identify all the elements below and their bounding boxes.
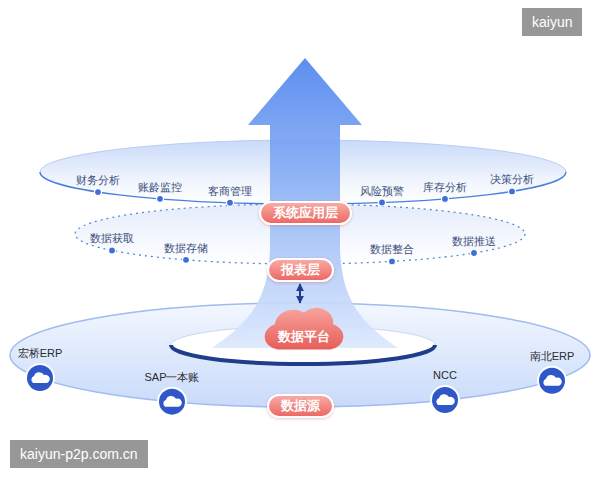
icon-halo <box>25 363 55 393</box>
source-icon <box>537 366 567 396</box>
source-label: NCC <box>433 369 457 382</box>
source-label: 宏桥ERP <box>18 347 63 360</box>
layer-pill: 报表层 <box>267 258 334 282</box>
ring-dot <box>227 199 234 206</box>
source-icon <box>25 363 55 393</box>
layer-item-label: 风险预警 <box>360 185 404 198</box>
layer-pill: 系统应用层 <box>259 201 352 225</box>
source-label: 南北ERP <box>530 350 575 363</box>
ring-dot-core <box>227 199 234 206</box>
layer-item-label: 数据获取 <box>90 232 134 245</box>
layer-item-label: 客商管理 <box>208 185 252 198</box>
watermark: kaiyun-p2p.com.cn <box>10 440 148 468</box>
ring-dot-core <box>183 256 190 263</box>
icon-halo <box>157 387 187 417</box>
source-icon <box>430 385 460 415</box>
ring-dot <box>157 195 164 202</box>
source-icon <box>157 387 187 417</box>
ring-dot <box>379 199 386 206</box>
double-arrow <box>299 284 301 303</box>
icon-halo <box>430 385 460 415</box>
icon-disc <box>27 365 53 391</box>
ring-dot <box>509 188 516 195</box>
icon-halo <box>537 366 567 396</box>
cloud-glyph <box>543 375 561 386</box>
layer-item-label: 数据推送 <box>452 235 496 248</box>
ring-dot-core <box>157 195 164 202</box>
cloud-glyph <box>436 394 454 405</box>
ring-dot <box>109 247 116 254</box>
icon-disc <box>539 368 565 394</box>
ring-dot <box>95 189 102 196</box>
ring-dot <box>183 256 190 263</box>
layer-item-label: 财务分析 <box>76 174 120 187</box>
cloud-glyph <box>31 372 49 383</box>
layer-item-label: 账龄监控 <box>138 181 182 194</box>
ring-dot-core <box>379 199 386 206</box>
source-ring <box>10 303 590 407</box>
ring-dot <box>389 258 396 265</box>
icon-disc <box>159 389 185 415</box>
ring-dot-core <box>442 195 449 202</box>
node-label: 系统应用层 <box>273 205 338 221</box>
ring-dot-core <box>109 247 116 254</box>
layer-item-label: 库存分析 <box>423 181 467 194</box>
cloud-outline <box>265 308 344 350</box>
up-arrow <box>212 58 398 348</box>
ring-dot-core <box>389 258 396 265</box>
source-label: SAP一本账 <box>144 371 199 384</box>
ring-dot-core <box>95 189 102 196</box>
ring-dot <box>442 195 449 202</box>
icon-disc <box>432 387 458 413</box>
ring-dot <box>471 250 478 257</box>
watermark: kaiyun <box>522 8 582 36</box>
layer-item-label: 决策分析 <box>490 173 534 186</box>
platform-cloud: 数据平台 <box>260 305 348 351</box>
node-label: 数据平台 <box>278 329 330 345</box>
node-label: 数据源 <box>281 398 320 414</box>
layer-item-label: 数据存储 <box>164 242 208 255</box>
layer-pill: 数据源 <box>267 394 334 418</box>
layer-item-label: 数据整合 <box>370 243 414 256</box>
cloud-shape <box>260 305 348 351</box>
ring-dot-core <box>471 250 478 257</box>
node-label: 报表层 <box>281 262 320 278</box>
ring-marks <box>25 188 567 417</box>
cloud-glyph <box>163 396 181 407</box>
ring-dot-core <box>509 188 516 195</box>
